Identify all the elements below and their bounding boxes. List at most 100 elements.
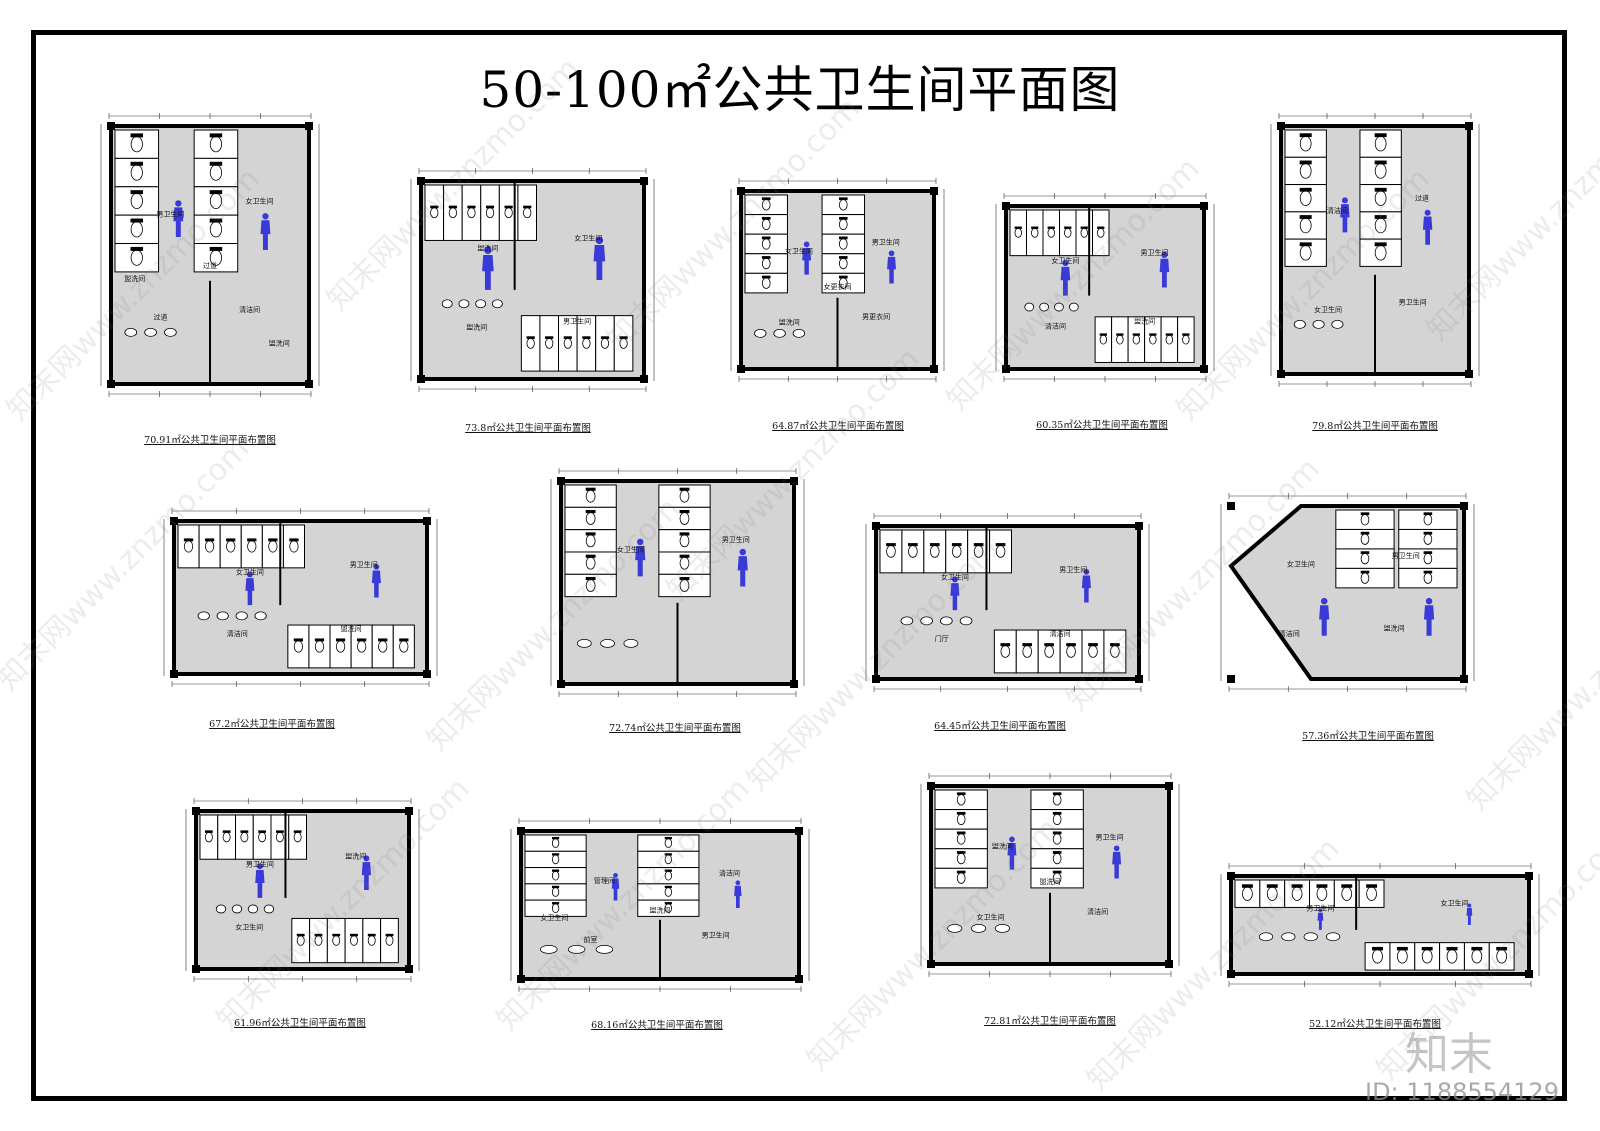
column bbox=[1525, 872, 1533, 880]
stall-row-right bbox=[1398, 509, 1458, 589]
column bbox=[1460, 675, 1468, 683]
room-label: 男卫生间 bbox=[702, 931, 730, 940]
figure-male bbox=[173, 200, 184, 238]
floor-plan-p11: 管理间清洁间前室男卫生间盥洗间女卫生间 bbox=[505, 815, 815, 995]
column bbox=[107, 122, 115, 130]
figure-female bbox=[1081, 569, 1091, 603]
plan-caption: 61.96㎡公共卫生间平面布置图 bbox=[234, 1018, 366, 1029]
floor-plan-p9: 女卫生间男卫生间清洁间盥洗间 bbox=[1215, 490, 1480, 695]
column bbox=[737, 365, 745, 373]
column bbox=[192, 807, 200, 815]
plan-caption: 52.12㎡公共卫生间平面布置图 bbox=[1309, 1019, 1441, 1030]
figure-female bbox=[1159, 251, 1170, 288]
column bbox=[1227, 502, 1235, 510]
room-label: 盥洗间 bbox=[466, 323, 487, 332]
room-label: 盥洗间 bbox=[779, 318, 800, 327]
room-label: 女卫生间 bbox=[977, 913, 1005, 922]
room-label: 过道 bbox=[203, 261, 217, 270]
room-label: 盥洗间 bbox=[1134, 316, 1155, 325]
stall-row-top bbox=[199, 814, 307, 860]
stall-row-bottom bbox=[1364, 942, 1515, 971]
column bbox=[417, 375, 425, 383]
column bbox=[557, 477, 565, 485]
dimension-lines bbox=[920, 773, 1180, 977]
column bbox=[192, 965, 200, 973]
stall-row-right bbox=[193, 129, 239, 273]
room-label: 女卫生间 bbox=[1441, 898, 1469, 907]
column bbox=[1525, 970, 1533, 978]
room-label: 女卫生间 bbox=[540, 913, 568, 922]
stall-row-top bbox=[177, 524, 305, 569]
floor-plan-p10: 男卫生间盥洗间女卫生间 bbox=[180, 795, 425, 985]
figure-female bbox=[1466, 903, 1473, 925]
plan-caption: 70.91㎡公共卫生间平面布置图 bbox=[144, 435, 276, 446]
floor-plan-p2: 盥洗间女卫生间盥洗间男卫生间 bbox=[405, 165, 660, 395]
room-label: 女卫生间 bbox=[1314, 305, 1342, 314]
column bbox=[930, 187, 938, 195]
room-label: 盥洗间 bbox=[341, 624, 362, 633]
plan-caption: 73.8㎡公共卫生间平面布置图 bbox=[465, 423, 591, 434]
room-label: 盥洗间 bbox=[1040, 877, 1061, 886]
stall-row-right bbox=[821, 194, 866, 294]
column bbox=[1200, 202, 1208, 210]
floor-plan-p3: 女卫生间男卫生间盥洗间男更衣间女更衣间 bbox=[725, 175, 950, 385]
room-label: 盥洗间 bbox=[269, 338, 290, 347]
sink-row bbox=[900, 616, 973, 626]
room-label: 男卫生间 bbox=[1392, 551, 1420, 560]
column bbox=[927, 782, 935, 790]
floor-plan-p8: 女卫生间男卫生间门厅清洁间 bbox=[860, 510, 1155, 695]
plan-caption: 79.8㎡公共卫生间平面布置图 bbox=[1312, 421, 1438, 432]
dimension-lines bbox=[163, 508, 438, 687]
column bbox=[1165, 960, 1173, 968]
room-label: 清洁间 bbox=[1087, 907, 1108, 916]
stall-row-left bbox=[564, 484, 617, 598]
dimension-lines bbox=[510, 818, 810, 992]
figure-female bbox=[371, 564, 381, 598]
floor-plan-p7: 女卫生间男卫生间 bbox=[545, 465, 810, 700]
room-label: 盥洗间 bbox=[124, 274, 145, 283]
room-label: 男卫生间 bbox=[156, 209, 184, 218]
stall-row-left bbox=[744, 194, 788, 294]
column bbox=[557, 680, 565, 688]
room-label: 清洁间 bbox=[1050, 629, 1071, 638]
column bbox=[405, 965, 413, 973]
figure-male bbox=[1060, 259, 1071, 296]
column bbox=[927, 960, 935, 968]
room-label: 清洁间 bbox=[1045, 321, 1066, 330]
room-label: 男卫生间 bbox=[872, 237, 900, 246]
figure-female bbox=[737, 548, 748, 587]
plan-caption: 68.16㎡公共卫生间平面布置图 bbox=[591, 1020, 723, 1031]
column bbox=[170, 670, 178, 678]
room-label: 门厅 bbox=[935, 634, 949, 643]
plan-caption: 60.35㎡公共卫生间平面布置图 bbox=[1036, 420, 1168, 431]
column bbox=[930, 365, 938, 373]
room-label: 男卫生间 bbox=[1399, 298, 1427, 307]
column bbox=[872, 522, 880, 530]
column bbox=[790, 477, 798, 485]
floor-plan-p5: 清洁间过道女卫生间男卫生间 bbox=[1265, 110, 1485, 390]
room-label: 清洁间 bbox=[239, 305, 260, 314]
dimension-lines bbox=[185, 798, 420, 982]
stall-row-top bbox=[424, 184, 537, 241]
floor-plan-p12: 盥洗间男卫生间女卫生间清洁间盥洗间 bbox=[915, 770, 1185, 980]
plan-caption: 64.87㎡公共卫生间平面布置图 bbox=[772, 421, 904, 432]
room-label: 女卫生间 bbox=[235, 923, 263, 932]
plan-caption: 64.45㎡公共卫生间平面布置图 bbox=[934, 721, 1066, 732]
room-label: 女更衣间 bbox=[824, 282, 852, 291]
room-label: 女卫生间 bbox=[941, 573, 969, 582]
figure-female bbox=[1422, 209, 1433, 245]
room-label: 盥洗间 bbox=[650, 905, 671, 914]
room-label: 男卫生间 bbox=[1141, 248, 1169, 257]
column bbox=[1227, 970, 1235, 978]
room-label: 清洁间 bbox=[1327, 206, 1348, 215]
column bbox=[1165, 782, 1173, 790]
figure-female bbox=[361, 855, 372, 890]
room-label: 男卫生间 bbox=[246, 859, 274, 868]
room-label: 盥洗间 bbox=[477, 243, 498, 252]
room-label: 男更衣间 bbox=[862, 312, 890, 321]
stall-row-right bbox=[1359, 129, 1402, 267]
stall-row-left bbox=[1284, 129, 1327, 267]
column bbox=[640, 177, 648, 185]
stall-row-left bbox=[524, 834, 587, 917]
stall-row-right bbox=[658, 484, 711, 598]
